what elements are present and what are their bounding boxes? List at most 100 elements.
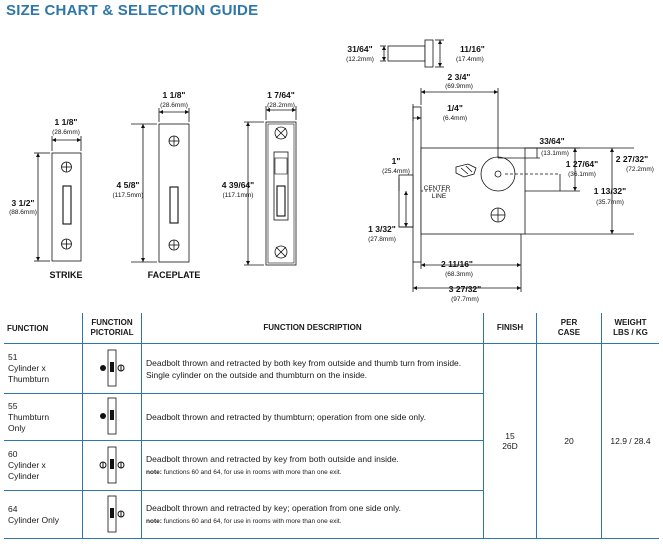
front-height-mm: (117.1mm) [223,192,254,199]
dim-d9-mm: (68.3mm) [445,271,473,278]
weight-cell: 12.9 / 28.4 [601,343,659,539]
dim-d8-in: 1 3/32" [368,224,396,234]
strike-drawing [34,136,82,262]
col-per-case: PER CASE [536,313,602,344]
page-title: SIZE CHART & SELECTION GUIDE [6,2,259,19]
dim-d2-in: 1/4" [447,103,463,113]
bolt-flange-in: 11/16" [460,44,485,54]
dim-d3-mm: (13.1mm) [541,150,569,157]
function-name-2: Thumbturn [8,374,50,384]
pictorial-cell [82,490,142,539]
function-name-2: Only [8,422,26,433]
col-weight: WEIGHT LBS / KG [601,313,659,344]
col-pictorial: FUNCTION PICTORIAL [82,313,142,344]
dim-d3-in: 33/64" [539,136,564,146]
front-width-mm: (28.2mm) [267,102,295,109]
front-height-in: 4 39/64" [222,180,254,190]
front-width-in: 1 7/64" [267,90,295,100]
dim-d10-mm: (97.7mm) [451,296,479,303]
table-row: 60 Cylinder x Cylinder Deadbolt thrown a… [4,440,659,491]
function-name: Cylinder Only [8,514,60,525]
dim-d10-in: 3 27/32" [449,284,481,294]
center-line-label-2: LINE [432,193,447,200]
faceplate-label: FACEPLATE [148,270,201,280]
description-cell: Deadbolt thrown and retracted by key fro… [141,440,484,491]
dim-d8-mm: (27.8mm) [368,236,396,243]
table-row: 64 Cylinder Only Deadbolt thrown and ret… [4,490,659,539]
function-cell: 51 Cylinder x Thumbturn [4,343,83,394]
col-description: FUNCTION DESCRIPTION [141,313,484,344]
function-name: Cylinder x [8,460,46,470]
per-case-cell: 20 [536,343,602,539]
dim-d6-in: 1 13/32" [594,186,626,196]
pictorial-cell [82,343,142,394]
strike-width-in: 1 1/8" [55,117,78,127]
table-row: 55 Thumbturn Only Deadbolt thrown and re… [4,393,659,441]
dim-d5-in: 2 27/32" [616,154,648,164]
col-weight-line1: WEIGHT [614,318,647,327]
description-cell: Deadbolt thrown and retracted by thumbtu… [141,393,484,441]
dim-d7-mm: (25.4mm) [382,168,410,175]
col-function: FUNCTION [4,313,83,344]
cylinder-only-pictorial [107,495,125,532]
bolt-flange-mm: (17.4mm) [456,56,484,63]
strike-width-mm: (28.6mm) [52,129,80,136]
pictorial-cell [82,440,142,491]
dim-d2-mm: (6.4mm) [443,115,467,122]
finish-value: 15 [505,431,515,441]
dim-d7-in: 1" [392,156,401,166]
faceplate-height-in: 4 5/8" [117,180,140,190]
lock-body-drawing [398,88,634,292]
description-text: Deadbolt thrown and retracted by key fro… [146,453,399,464]
function-cell: 64 Cylinder Only [4,490,83,539]
table-header-row: FUNCTION FUNCTION PICTORIAL FUNCTION DES… [4,313,659,344]
dim-d4-in: 1 27/64" [566,159,598,169]
cylinder-thumbturn-pictorial [100,349,125,386]
description-note: note: functions 60 and 64, for use in ro… [146,518,341,525]
col-finish: FINISH [483,313,537,344]
table-row: 51 Cylinder x Thumbturn Deadbolt thrown … [4,343,659,539]
note-label: note: [146,468,162,476]
strike-label: STRIKE [49,270,82,280]
dimension-drawings: 1 1/8" (28.6mm) 3 1/2" (88.6mm) STRIKE 1… [9,39,654,303]
center-line-label: CENTER [424,185,451,192]
note-text: functions 60 and 64, for use in rooms wi… [161,517,342,525]
note-text: functions 60 and 64, for use in rooms wi… [161,468,342,476]
dim-d1-mm: (69.9mm) [445,83,473,90]
col-per-case-line2: CASE [557,328,581,337]
function-number: 55 [8,400,18,411]
function-number: 51 [8,352,18,362]
faceplate-drawing [131,108,190,263]
finish-cell: 15 26D [483,343,537,539]
thumbturn-only-pictorial [100,397,117,435]
col-per-case-line1: PER [560,318,578,327]
function-name: Cylinder x [8,363,46,373]
function-cell: 55 Thumbturn Only [4,393,83,441]
description-text: Deadbolt thrown and retracted by key; op… [146,502,401,513]
function-number: 64 [8,503,18,514]
description-note: note: functions 60 and 64, for use in ro… [146,469,341,476]
bolt-dia-in: 31/64" [347,44,372,54]
col-weight-line2: LBS / KG [613,328,648,337]
function-name: Thumbturn [8,411,50,422]
description-cell: Deadbolt thrown and retracted by both ke… [141,343,484,394]
col-pictorial-line1: FUNCTION [91,318,133,327]
faceplate-width-mm: (28.6mm) [160,102,188,109]
function-name-2: Cylinder [8,471,40,481]
function-number: 60 [8,449,18,459]
col-pictorial-line2: PICTORIAL [90,328,134,337]
strike-height-mm: (88.6mm) [9,209,37,216]
dim-d1-in: 2 3/4" [448,72,471,82]
note-label: note: [146,517,162,525]
dim-d5-mm: (72.2mm) [626,166,654,173]
front-drawing [244,106,297,266]
description-cell: Deadbolt thrown and retracted by key; op… [141,490,484,539]
strike-height-in: 3 1/2" [12,198,35,208]
bolt-dia-mm: (12.2mm) [346,56,374,63]
dim-d9-in: 2 11/16" [441,259,473,269]
bolt-drawing [380,39,444,68]
cylinder-cylinder-pictorial [99,446,125,483]
function-cell: 60 Cylinder x Cylinder [4,440,83,491]
pictorial-cell [82,393,142,441]
finish-value-2: 26D [502,441,518,451]
